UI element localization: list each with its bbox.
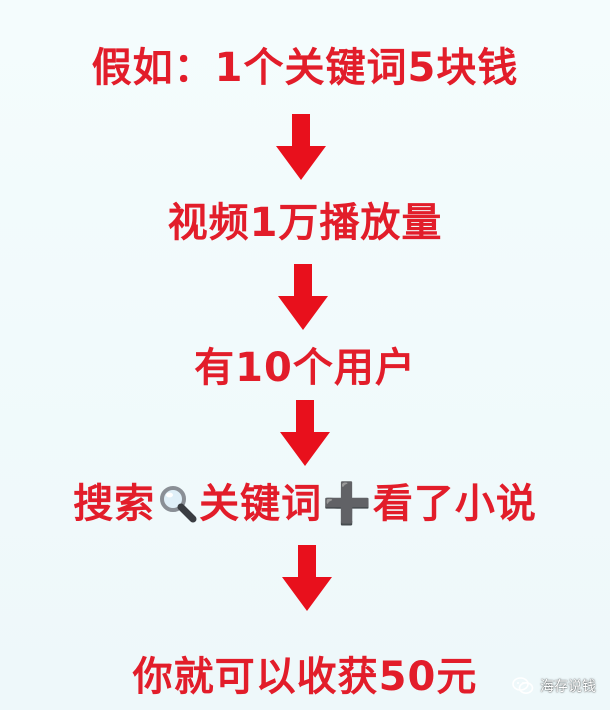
step-views-text: 视频1万播放量 (167, 200, 443, 246)
watermark-text: 海存说钱 (540, 679, 596, 695)
step-search-after: 看了小说 (372, 481, 537, 527)
magnifier-icon (160, 486, 197, 523)
step-search-keyword: 关键词 (199, 481, 323, 527)
plus-icon: ➕ (322, 481, 373, 527)
step-assumption-text: 假如：1个关键词5块钱 (91, 45, 519, 91)
down-arrow-icon (280, 400, 330, 466)
wechat-icon (512, 677, 534, 694)
step-result-text: 你就可以收获50元 (132, 654, 478, 700)
step-search-line: 搜索 关键词➕看了小说 (0, 480, 610, 528)
watermark: 海存说钱 (512, 676, 596, 696)
down-arrow-icon (278, 264, 328, 330)
down-arrow-icon (282, 545, 332, 611)
down-arrow-icon (276, 114, 326, 180)
step-users-text: 有10个用户 (194, 345, 416, 391)
step-search-before: 搜索 (73, 481, 156, 527)
